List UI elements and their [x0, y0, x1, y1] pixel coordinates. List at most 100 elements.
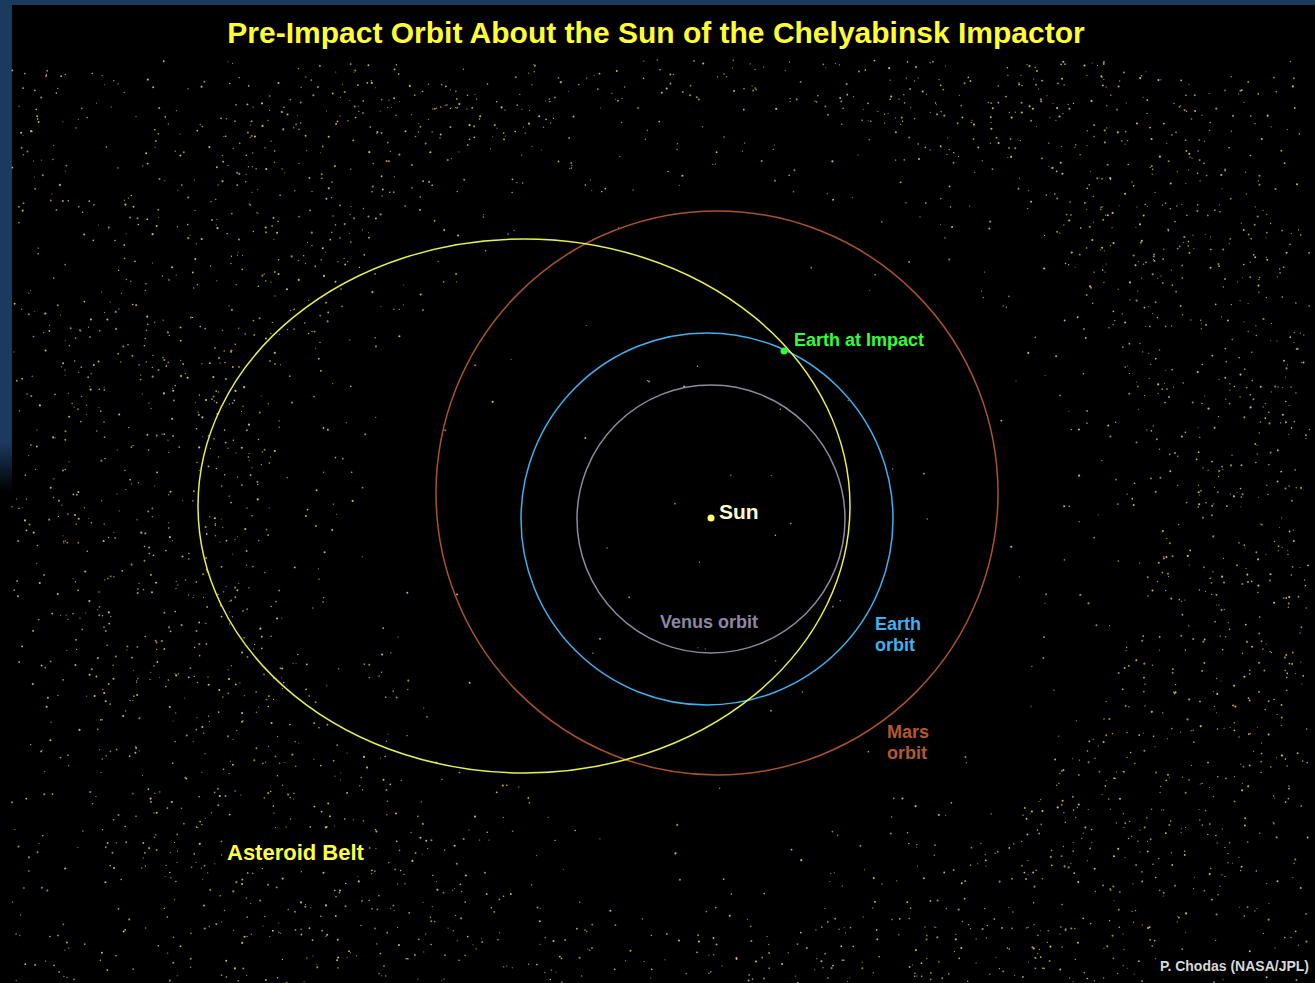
star-dot	[1145, 262, 1147, 264]
star-dot	[77, 589, 79, 591]
star-dot	[56, 209, 58, 211]
star-dot	[1018, 82, 1020, 84]
star-dot	[290, 818, 291, 819]
star-dot	[329, 239, 331, 241]
star-dot	[1154, 940, 1156, 942]
star-dot	[368, 237, 370, 239]
star-dot	[21, 309, 22, 310]
star-dot	[1246, 641, 1248, 643]
star-dot	[211, 219, 213, 221]
star-dot	[531, 884, 532, 885]
star-dot	[24, 73, 26, 75]
star-dot	[1151, 945, 1153, 947]
star-dot	[103, 692, 105, 694]
star-dot	[1220, 609, 1222, 611]
star-dot	[1009, 112, 1010, 113]
star-dot	[1041, 80, 1043, 82]
star-dot	[396, 696, 398, 698]
star-dot	[840, 101, 842, 103]
star-dot	[265, 762, 266, 763]
star-dot	[1064, 319, 1066, 321]
star-dot	[1170, 598, 1172, 600]
star-dot	[393, 905, 395, 907]
star-dot	[1144, 684, 1145, 685]
star-dot	[77, 542, 79, 544]
star-dot	[1043, 657, 1045, 659]
star-dot	[1257, 445, 1258, 446]
star-dot	[1243, 544, 1245, 546]
star-dot	[194, 676, 195, 677]
star-dot	[958, 156, 959, 157]
star-dot	[559, 956, 561, 958]
star-dot	[926, 939, 928, 941]
star-dot	[1126, 732, 1127, 733]
star-dot	[177, 975, 178, 976]
star-dot	[599, 838, 600, 839]
star-dot	[109, 703, 111, 705]
star-dot	[173, 937, 174, 938]
star-dot	[1286, 765, 1287, 766]
star-dot	[1221, 680, 1222, 681]
star-dot	[108, 623, 110, 625]
star-dot	[1238, 93, 1239, 94]
star-dot	[831, 160, 833, 162]
star-dot	[46, 74, 47, 75]
star-dot	[1163, 556, 1164, 557]
star-dot	[1107, 164, 1109, 166]
star-dot	[158, 107, 160, 109]
star-dot	[1103, 718, 1104, 719]
star-dot	[1041, 810, 1043, 812]
star-dot	[221, 974, 223, 976]
star-dot	[362, 229, 363, 230]
star-dot	[1103, 948, 1104, 949]
star-dot	[1287, 364, 1288, 365]
star-dot	[1001, 927, 1003, 929]
star-dot	[286, 477, 288, 479]
star-dot	[1160, 786, 1161, 787]
star-dot	[458, 959, 459, 960]
star-dot	[103, 626, 105, 628]
star-dot	[45, 75, 47, 77]
star-dot	[1188, 625, 1189, 626]
star-dot	[277, 775, 278, 776]
star-dot	[57, 695, 58, 696]
star-dot	[207, 872, 208, 873]
star-dot	[914, 80, 916, 82]
star-dot	[1021, 841, 1022, 842]
star-dot	[177, 584, 178, 585]
star-dot	[176, 834, 178, 836]
star-dot	[747, 919, 748, 920]
star-dot	[558, 161, 560, 163]
star-dot	[1113, 310, 1115, 312]
star-dot	[1073, 842, 1074, 843]
star-dot	[1002, 305, 1003, 306]
star-dot	[669, 83, 671, 85]
star-dot	[842, 959, 844, 961]
star-dot	[134, 752, 136, 754]
star-dot	[281, 111, 283, 113]
star-dot	[1056, 197, 1058, 199]
star-dot	[473, 136, 475, 138]
star-dot	[423, 951, 424, 952]
star-dot	[790, 101, 791, 102]
star-dot	[1056, 170, 1058, 172]
star-dot	[196, 428, 198, 430]
star-dot	[1141, 880, 1143, 882]
star-dot	[1257, 558, 1259, 560]
star-dot	[88, 326, 89, 327]
star-dot	[657, 59, 658, 60]
star-dot	[666, 87, 668, 89]
star-dot	[721, 965, 722, 966]
star-dot	[246, 507, 247, 508]
star-dot	[23, 887, 25, 889]
star-dot	[910, 107, 911, 108]
star-dot	[1288, 798, 1290, 800]
star-dot	[233, 148, 234, 149]
star-dot	[375, 218, 377, 220]
star-dot	[340, 97, 341, 98]
star-dot	[274, 150, 276, 152]
star-dot	[102, 75, 103, 76]
star-dot	[396, 840, 398, 842]
star-dot	[262, 762, 264, 764]
star-dot	[246, 936, 247, 937]
